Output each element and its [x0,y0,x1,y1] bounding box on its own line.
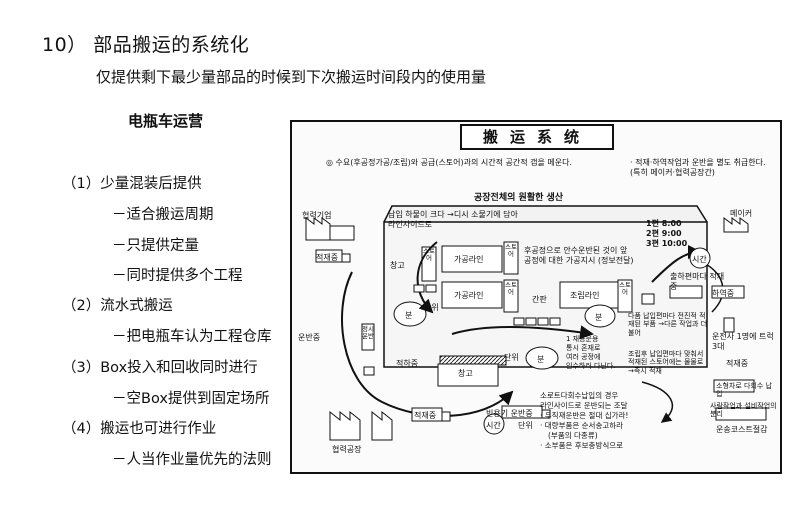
factory-roof [383,205,708,223]
middle-note-2: 통시 혼재로 [566,344,601,352]
schedule-2: 2편 9:00 [646,229,682,238]
label-unit-2: 단위 [504,353,519,362]
label-minute-2: 분 [537,355,545,364]
label-assembly-line: 조립라인 [570,291,600,300]
page-title: 10） 部品搬运的系统化 [42,34,250,56]
section-heading: 电瓶车运营 [128,112,204,130]
label-process-line: 가공라인 [454,255,484,264]
label-unit-1: 단위 [424,303,439,312]
bottom-note-6: · 소부품은 후보충방식으로 [540,441,624,450]
schedule-3: 3편 10:00 [646,239,688,248]
label-kanban: 간판 [532,295,547,304]
label-store-1: 스토어 [423,247,435,262]
figure-title: 搬运系统 [460,124,614,150]
label-time-2: 시간 [486,421,501,430]
label-warehouse-top: 창고 [390,261,405,270]
label-store-3: 스토어 [505,281,517,296]
point-1: （1）少量混装后提供 [62,176,202,192]
point-2-sub: －把电瓶车认为工程仓库 [112,329,272,345]
label-minute-1: 분 [405,311,413,320]
middle-note-4: 인수하러 다닌다. [566,362,616,370]
figure-note-top-left: ◎ 수요(후공정가공/조립)와 공급(스토어)과의 시간적 공간적 갭을 메운다… [326,158,573,167]
label-minute-3: 분 [595,313,603,322]
transport-system-figure: 搬运系统 ◎ 수요(후공정가공/조립)와 공급(스토어)과의 시간적 공간적 갭… [290,120,782,474]
point-2: （2）流水式搬运 [62,298,173,314]
label-warehouse-bottom: 창고 [458,369,473,378]
point-3: （3）Box投入和回收同时进行 [62,360,258,376]
label-process-line-2: 가공라인 [454,291,484,300]
figure-drawing [305,205,767,441]
bottom-note-1: 소로트다회수납입의 경우 [540,391,619,400]
point-4: （4）搬运也可进行作业 [62,421,217,437]
label-unit-3: 단위 [518,421,533,430]
bottom-note-5: (부품의 다종류) [548,431,598,440]
point-1-sub: －只提供定量 [112,238,199,254]
label-coop-company: 협력기업 [302,211,332,220]
figure-center-heading: 공장전체의 원활한 생산 [474,193,564,203]
label-transport-truck: 운반중 [298,333,321,342]
right-note-1: 다품 납입편마다 전진적 적재된 부품 →다른 작업과 더불어 [628,312,708,337]
point-1-sub: －适合搬运周期 [112,207,214,223]
figure-box-mid-note: 후공정으로 안수운반된 것이 앞공정에 대한 가공지시 (정보전달) [524,246,634,265]
label-one-person: 운전사 1명에 트럭 3대 [712,332,774,351]
point-1-sub: －同时提供多个工程 [112,268,243,284]
label-fixed-transport: 정시운반 [362,325,374,340]
label-store-2: 스토어 [505,243,517,258]
label-unloading-right: 하역중 [712,289,735,298]
right-note-4: 사람작업과 설비작업의 분리 [710,402,777,419]
right-note-2: 조립후 납입편마다 맞춰서 적재된 스토어에는 물물로 →즉시 적재 [628,350,704,375]
middle-note-3: 여러 공정에 [566,353,601,361]
figure-box-top-note: 납입 하물이 크다 →디시 소물기에 담아 라인사이드로 [388,210,518,229]
bottom-note-2: 라인사이드로 운반되는 조달 [540,401,628,410]
page-subtitle: 仅提供剩下最少量部品的时候到下次搬运时间段内的使用量 [96,68,487,86]
bottom-note-4: · 대량부품은 순서송고하라 [540,421,624,430]
point-3-sub: －空Box提供到固定场所 [112,391,270,407]
label-unload-prefix: 출하편마다 적재중 [670,272,725,291]
label-store-4: 스토어 [619,281,631,296]
label-loading-right: 적재중 [726,359,749,368]
label-time-1: 시간 [692,255,707,264]
label-unloading: 적하중 [396,359,419,368]
bottom-note-3: · 우직재운반은 절대 십가라! [540,411,629,420]
label-coop-factory: 협력공장 [332,445,362,454]
label-empty-box-transport: 빈용기 운반중 [486,409,533,418]
label-loading-bottom: 적재중 [414,411,437,420]
label-loading: 적재중 [316,253,339,262]
middle-note-1: 1 재용운용 [566,335,599,343]
right-note-5: 운송코스트절감 [716,425,768,434]
right-note-3: 소형차로 다회수 납입 [716,382,772,399]
label-maker: 메이커 [730,209,753,218]
point-4-sub: －人当作业量优先的法则 [112,452,272,468]
schedule-1: 1편 8:00 [646,219,682,228]
figure-note-top-right: · 적재·하역작업과 운반을 별도 취급한다. (특히 메이커·협력공장간) [630,158,766,178]
